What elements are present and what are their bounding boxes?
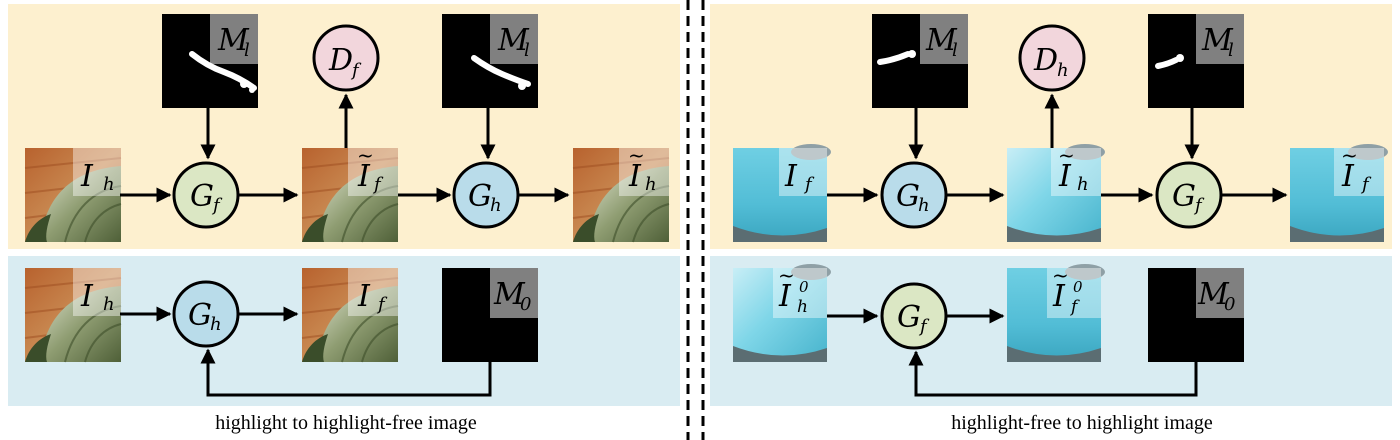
svg-text:G: G: [468, 179, 492, 214]
right-top-input-image: I f: [733, 144, 831, 242]
svg-text:M: M: [497, 23, 530, 58]
svg-text:h: h: [490, 195, 502, 216]
svg-text:G: G: [188, 298, 212, 333]
svg-text:I: I: [778, 279, 792, 314]
svg-text:M: M: [1201, 23, 1234, 58]
left-top-input-image: I h: [24, 147, 122, 243]
svg-text:l: l: [952, 40, 958, 61]
left-top-generator-1: G f: [172, 161, 240, 229]
svg-text:h: h: [645, 174, 657, 195]
left-top-discriminator: D f: [312, 24, 380, 92]
svg-text:0: 0: [799, 278, 809, 296]
left-top-output-image: I ~ h: [572, 143, 670, 243]
right-top-generator-1: G h: [880, 161, 948, 229]
svg-text:l: l: [1228, 40, 1234, 61]
left-caption: highlight to highlight-free image: [215, 412, 477, 434]
svg-text:~: ~: [1052, 263, 1069, 287]
svg-text:M: M: [925, 23, 958, 58]
svg-text:h: h: [1077, 174, 1089, 195]
left-bottom-input-image: I h: [24, 267, 122, 363]
svg-text:I: I: [628, 159, 642, 194]
left-bottom-mask: M 0: [442, 268, 538, 362]
right-top-generator-2: G f: [1155, 161, 1223, 229]
svg-text:l: l: [524, 40, 530, 61]
svg-text:M: M: [1197, 277, 1230, 312]
left-top-mid-image: I ~ f: [301, 143, 399, 243]
svg-text:~: ~: [1058, 143, 1075, 167]
svg-text:0: 0: [1073, 278, 1083, 296]
left-bottom-output-image: I f: [301, 267, 399, 363]
svg-text:h: h: [797, 297, 808, 317]
svg-text:h: h: [210, 314, 222, 335]
svg-text:~: ~: [1341, 143, 1358, 167]
svg-text:f: f: [1069, 297, 1080, 317]
svg-text:~: ~: [778, 263, 795, 287]
left-bottom-generator: G h: [172, 280, 240, 348]
svg-text:M: M: [493, 277, 526, 312]
svg-text:D: D: [328, 43, 353, 78]
svg-text:h: h: [103, 294, 115, 315]
svg-text:h: h: [1057, 60, 1069, 81]
svg-text:I: I: [80, 159, 94, 194]
svg-text:0: 0: [520, 294, 531, 315]
left-bottom-feedback-arrow: [200, 348, 492, 397]
svg-text:G: G: [1172, 179, 1196, 214]
right-top-mask-1: M l: [872, 14, 968, 108]
right-bottom-input-image: I ~ h 0: [733, 263, 831, 362]
right-bottom-feedback-arrow: [908, 350, 1198, 397]
svg-text:h: h: [103, 174, 115, 195]
svg-text:I: I: [357, 159, 371, 194]
right-top-discriminator: D h: [1018, 24, 1086, 92]
left-top-generator-2: G h: [452, 161, 520, 229]
right-top-mid-image: I ~ h: [1007, 143, 1105, 242]
svg-text:G: G: [190, 179, 214, 214]
right-bottom-generator: G f: [880, 282, 948, 350]
right-bottom-output-image: I ~ f 0: [1007, 263, 1105, 362]
svg-text:h: h: [918, 195, 930, 216]
svg-text:I: I: [1058, 159, 1072, 194]
left-top-mask-2: M l: [442, 14, 538, 108]
right-top-mask-2: M l: [1148, 14, 1244, 108]
left-top-mask-1: M l: [162, 14, 258, 108]
right-top-output-image: I ~ f: [1290, 143, 1388, 242]
svg-text:G: G: [896, 179, 920, 214]
right-caption: highlight-free to highlight image: [951, 412, 1213, 434]
svg-text:l: l: [244, 40, 250, 61]
svg-text:M: M: [217, 23, 250, 58]
svg-text:~: ~: [357, 143, 374, 167]
svg-text:G: G: [897, 300, 921, 335]
svg-text:I: I: [1052, 279, 1066, 314]
svg-text:~: ~: [628, 143, 645, 167]
svg-text:I: I: [357, 279, 371, 314]
svg-text:D: D: [1033, 43, 1058, 78]
svg-text:I: I: [80, 279, 94, 314]
svg-text:I: I: [1341, 159, 1355, 194]
svg-text:I: I: [784, 159, 798, 194]
right-bottom-mask: M 0: [1148, 268, 1244, 362]
svg-text:0: 0: [1224, 294, 1235, 315]
